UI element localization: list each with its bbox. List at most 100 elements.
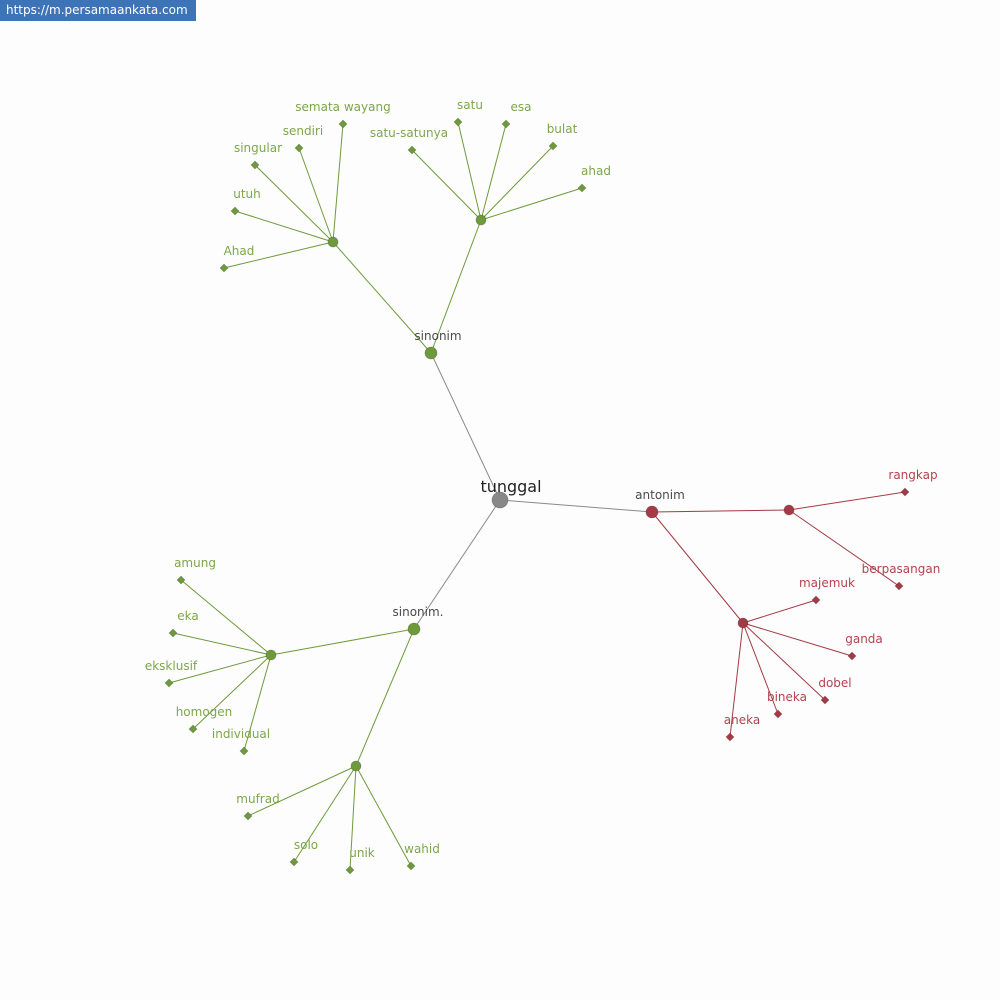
word-label-utuh[interactable]: utuh <box>233 187 261 201</box>
word-label-singular[interactable]: singular <box>234 141 282 155</box>
word-label-wahid[interactable]: wahid <box>404 842 440 856</box>
edge-to-rangkap <box>788 491 906 511</box>
word-node-singular[interactable] <box>250 160 260 170</box>
category-node-sinonim[interactable] <box>407 622 421 636</box>
word-node-amung[interactable] <box>176 575 186 585</box>
edge-root-to-sinonim <box>430 352 501 501</box>
group-hub-node[interactable] <box>783 504 795 516</box>
word-label-eksklusif[interactable]: eksklusif <box>145 659 198 673</box>
word-node-homogen[interactable] <box>188 724 198 734</box>
word-label-sendiri[interactable]: sendiri <box>283 124 323 138</box>
word-node-ahad[interactable] <box>577 183 587 193</box>
edge-antonim-hub-0 <box>651 509 790 513</box>
group-hub-node[interactable] <box>737 617 749 629</box>
edge-to-bulat <box>480 145 554 221</box>
word-node-bulat[interactable] <box>548 141 558 151</box>
word-label-ahad[interactable]: ahad <box>581 164 611 178</box>
word-label-esa[interactable]: esa <box>511 100 532 114</box>
word-label-individual[interactable]: individual <box>212 727 270 741</box>
category-label-sinonim[interactable]: sinonim. <box>393 605 444 619</box>
word-node-unik[interactable] <box>345 865 355 875</box>
edge-sinonim-hub-1 <box>430 219 482 354</box>
edge-to-berpasangan <box>788 509 900 587</box>
edge-to-wahid <box>355 765 412 867</box>
root-node[interactable] <box>491 491 509 509</box>
word-node-sendiri[interactable] <box>294 143 304 153</box>
word-label-bulat[interactable]: bulat <box>547 122 578 136</box>
edge-to-solo <box>293 765 357 863</box>
edge-to-semata-wayang <box>332 123 344 243</box>
edge-antonim-hub-1 <box>651 511 744 624</box>
word-label-eka[interactable]: eka <box>177 609 198 623</box>
word-label-aneka[interactable]: aneka <box>724 713 760 727</box>
edge-sinonim-hub-1 <box>355 628 415 767</box>
word-label-homogen[interactable]: homogen <box>176 705 233 719</box>
word-node-berpasangan[interactable] <box>894 581 904 591</box>
word-label-semata-wayang[interactable]: semata wayang <box>295 100 390 114</box>
category-node-antonim[interactable] <box>645 505 659 519</box>
edge-to-dobel <box>742 622 826 701</box>
word-node-eksklusif[interactable] <box>164 678 174 688</box>
word-label-dobel[interactable]: dobel <box>818 676 851 690</box>
word-label-majemuk[interactable]: majemuk <box>799 576 855 590</box>
word-label-amung[interactable]: amung <box>174 556 216 570</box>
edge-to-ahad <box>480 187 583 221</box>
group-hub-node[interactable] <box>350 760 362 772</box>
edge-sinonim-hub-0 <box>270 628 415 656</box>
group-hub-node[interactable] <box>327 236 339 248</box>
category-label-antonim[interactable]: antonim <box>635 488 685 502</box>
word-node-utuh[interactable] <box>230 206 240 216</box>
word-node-dobel[interactable] <box>820 695 830 705</box>
edge-to-mufrad <box>247 765 357 817</box>
word-label-ganda[interactable]: ganda <box>845 632 883 646</box>
edge-to-eksklusif <box>168 654 272 684</box>
word-node-semata-wayang[interactable] <box>338 119 348 129</box>
edge-to-sendiri <box>298 147 334 243</box>
word-node-wahid[interactable] <box>406 861 416 871</box>
edge-to-homogen <box>192 654 272 730</box>
category-label-sinonim[interactable]: sinonim <box>414 329 461 343</box>
word-node-ganda[interactable] <box>847 651 857 661</box>
word-label-rangkap[interactable]: rangkap <box>888 468 937 482</box>
word-node-esa[interactable] <box>501 119 511 129</box>
word-label-satu[interactable]: satu <box>457 98 483 112</box>
word-label-bineka[interactable]: bineka <box>767 690 807 704</box>
edge-to-aneka <box>729 622 744 738</box>
word-label-unik[interactable]: unik <box>349 846 375 860</box>
word-node-ahad[interactable] <box>219 263 229 273</box>
root-word-label[interactable]: tunggal <box>480 477 541 496</box>
word-node-individual[interactable] <box>239 746 249 756</box>
edge-to-amung <box>180 579 272 656</box>
edge-to-bineka <box>742 622 779 715</box>
word-node-majemuk[interactable] <box>811 595 821 605</box>
edge-to-esa <box>480 123 507 221</box>
word-label-ahad[interactable]: Ahad <box>224 244 255 258</box>
edge-to-ahad <box>223 241 334 269</box>
source-url-badge[interactable]: https://m.persamaankata.com <box>0 0 196 21</box>
edge-to-majemuk <box>742 599 817 624</box>
edge-to-ganda <box>742 622 853 657</box>
edge-root-to-sinonim <box>413 499 501 630</box>
word-label-berpasangan[interactable]: berpasangan <box>862 562 941 576</box>
word-node-satu-satunya[interactable] <box>407 145 417 155</box>
edge-to-satu <box>457 121 482 221</box>
edge-to-singular <box>254 164 334 243</box>
edge-to-individual <box>243 654 272 752</box>
word-node-bineka[interactable] <box>773 709 783 719</box>
group-hub-node[interactable] <box>475 214 487 226</box>
word-node-mufrad[interactable] <box>243 811 253 821</box>
word-label-mufrad[interactable]: mufrad <box>236 792 279 806</box>
word-node-solo[interactable] <box>289 857 299 867</box>
group-hub-node[interactable] <box>265 649 277 661</box>
word-node-satu[interactable] <box>453 117 463 127</box>
edge-root-to-antonim <box>499 499 653 513</box>
edge-to-unik <box>349 765 357 871</box>
edge-to-utuh <box>234 210 334 243</box>
word-label-satu-satunya[interactable]: satu-satunya <box>370 126 448 140</box>
word-node-aneka[interactable] <box>725 732 735 742</box>
category-node-sinonim[interactable] <box>424 346 438 360</box>
word-node-rangkap[interactable] <box>900 487 910 497</box>
word-node-eka[interactable] <box>168 628 178 638</box>
word-label-solo[interactable]: solo <box>294 838 318 852</box>
